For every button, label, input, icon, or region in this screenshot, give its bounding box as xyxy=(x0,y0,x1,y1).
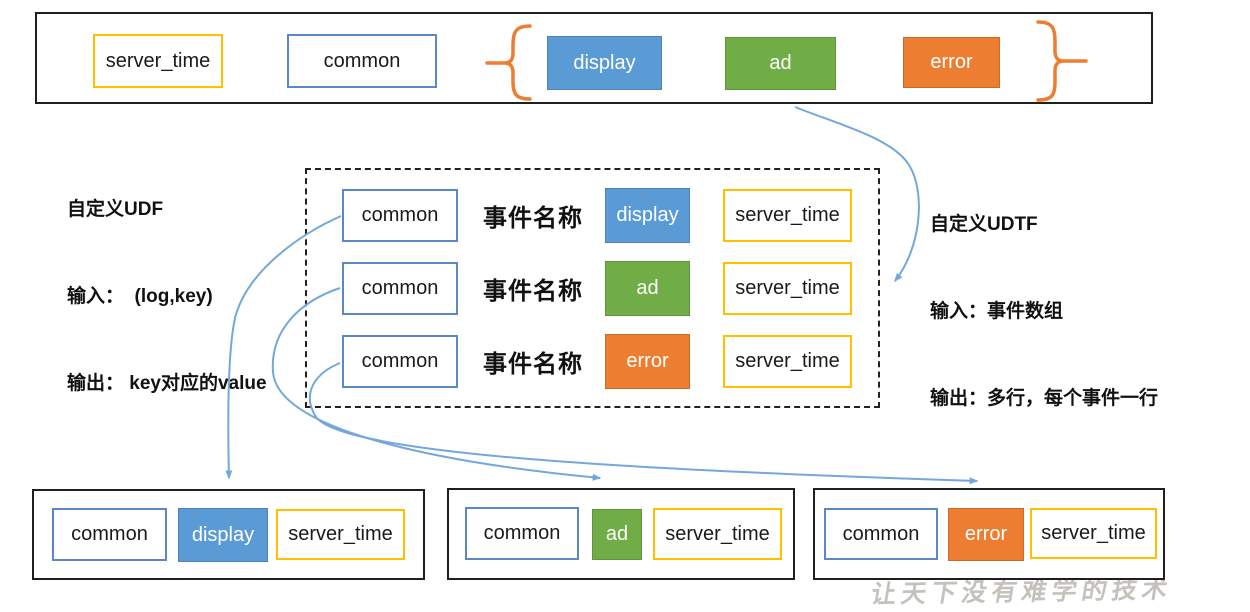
row3-common-box: common xyxy=(342,335,458,388)
udf-note-input: 输入： (log,key) xyxy=(67,286,213,307)
result2-common-box: common xyxy=(465,507,579,560)
top-event-error-box: error xyxy=(903,37,1000,88)
row1-event-name-label: 事件名称 xyxy=(483,205,583,232)
result-box-ad xyxy=(447,488,795,580)
row1-display-box: display xyxy=(605,188,690,243)
row2-server-time-box: server_time xyxy=(723,262,852,315)
result3-common-box: common xyxy=(824,508,938,560)
result3-server-time-box: server_time xyxy=(1030,508,1157,559)
row3-server-time-box: server_time xyxy=(723,335,852,388)
result-box-display xyxy=(32,489,425,580)
result3-error-box: error xyxy=(948,508,1024,561)
result2-ad-box: ad xyxy=(592,509,642,560)
raw-log-container-box xyxy=(35,12,1153,104)
top-event-ad-box: ad xyxy=(725,37,836,90)
row2-common-box: common xyxy=(342,262,458,315)
row2-ad-box: ad xyxy=(605,261,690,316)
udtf-note-input: 输入：事件数组 xyxy=(930,301,1064,322)
top-server-time-box: server_time xyxy=(93,34,223,88)
result1-common-box: common xyxy=(52,508,167,561)
row3-event-name-label: 事件名称 xyxy=(483,351,583,378)
row2-event-name-label: 事件名称 xyxy=(483,278,583,305)
row1-server-time-box: server_time xyxy=(723,189,852,242)
result1-server-time-box: server_time xyxy=(276,509,405,560)
result1-display-box: display xyxy=(178,508,268,562)
row3-error-box: error xyxy=(605,334,690,389)
udf-note: 自定义UDF 输入： (log,key) 输出： key对应的value xyxy=(67,137,267,456)
udtf-note: 自定义UDTF 输入：事件数组 输出：多行，每个事件一行 xyxy=(930,152,1158,471)
udf-note-output: 输出： key对应的value xyxy=(67,373,267,394)
udtf-note-title: 自定义UDTF xyxy=(930,214,1038,235)
result2-server-time-box: server_time xyxy=(653,508,782,560)
top-common-box: common xyxy=(287,34,437,88)
top-event-display-box: display xyxy=(547,36,662,90)
udtf-note-output: 输出：多行，每个事件一行 xyxy=(930,388,1159,409)
udf-note-title: 自定义UDF xyxy=(67,199,164,220)
row1-common-box: common xyxy=(342,189,458,242)
